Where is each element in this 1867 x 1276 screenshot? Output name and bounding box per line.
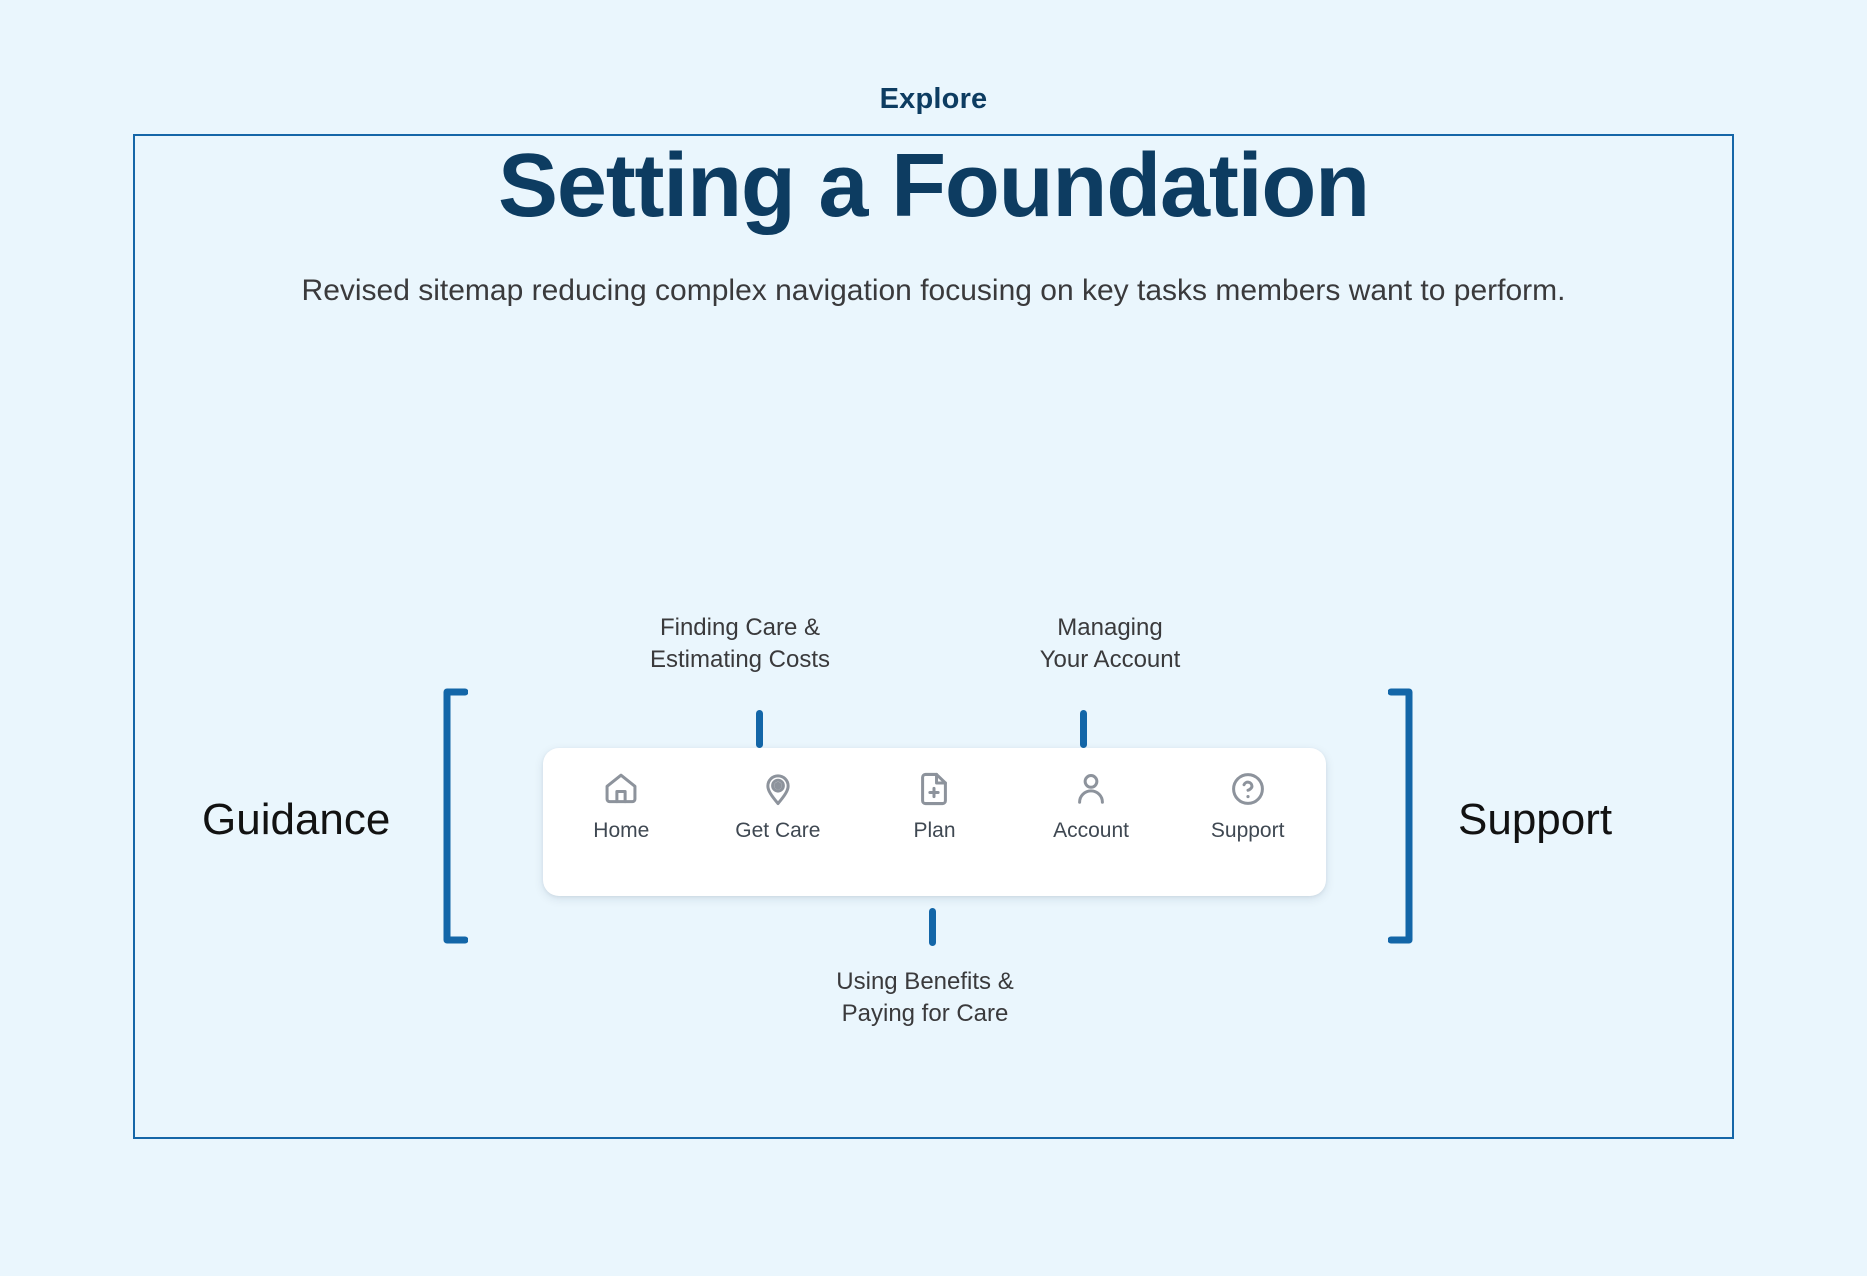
nav-label-get-care: Get Care [735, 819, 821, 842]
callout-using-benefits: Using Benefits & Paying for Care [836, 968, 1014, 1028]
nav-label-support: Support [1210, 819, 1285, 842]
callout-managing-account: Managing Your Account [1039, 614, 1181, 674]
bottom-navigation-bar: Home Get Care [543, 748, 1326, 896]
eyebrow-text: Explore [879, 83, 988, 115]
nav-item-support[interactable]: Support [1173, 770, 1323, 841]
nav-item-home[interactable]: Home [546, 770, 696, 841]
header-block: Explore Setting a Foundation Revised sit… [0, 0, 1867, 313]
nav-item-account[interactable]: Account [1016, 770, 1166, 841]
nav-item-get-care[interactable]: Get Care [703, 770, 853, 841]
connector-tick-get-care [756, 710, 763, 748]
nav-label-plan: Plan [913, 819, 956, 842]
nav-label-home: Home [593, 819, 650, 842]
nav-label-account: Account [1053, 819, 1130, 842]
bracket-left-icon [440, 688, 468, 944]
map-pin-icon [759, 770, 797, 808]
person-icon [1072, 770, 1110, 808]
page-title: Setting a Foundation [498, 135, 1370, 236]
document-plus-icon [915, 770, 953, 808]
bracket-right-icon [1388, 688, 1416, 944]
content-frame [133, 134, 1734, 1139]
question-circle-icon [1229, 770, 1267, 808]
connector-tick-account [1080, 710, 1087, 748]
side-label-guidance: Guidance [202, 795, 391, 844]
nav-item-plan[interactable]: Plan [859, 770, 1009, 841]
home-icon [602, 770, 640, 808]
side-label-support: Support [1458, 795, 1613, 844]
callout-finding-care: Finding Care & Estimating Costs [649, 614, 831, 674]
connector-tick-benefits [929, 908, 936, 946]
page-subtitle: Revised sitemap reducing complex navigat… [301, 274, 1566, 308]
